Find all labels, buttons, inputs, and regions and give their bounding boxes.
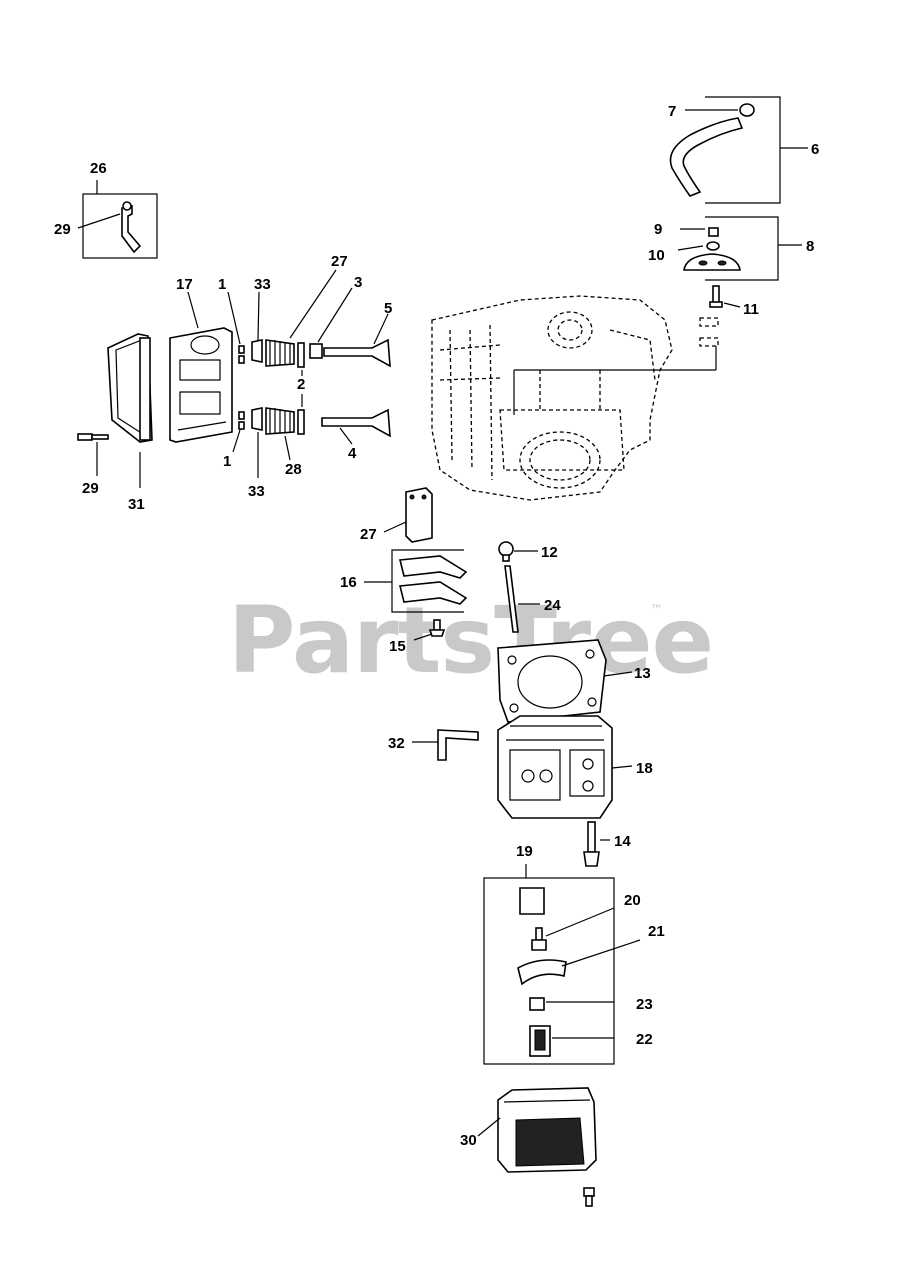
valve-cover-31[interactable] (477, 1087, 597, 1173)
callout-12[interactable]: 12 (541, 544, 558, 561)
callout-14[interactable]: 14 (614, 833, 631, 850)
callout-1-top[interactable]: 1 (218, 276, 226, 293)
callout-23[interactable]: 23 (636, 996, 653, 1013)
callout-25[interactable]: 26 (90, 160, 107, 177)
callout-27-bottom[interactable]: 28 (285, 461, 302, 478)
head-bolt-14[interactable] (583, 821, 610, 867)
rocker-bridge-26[interactable] (383, 487, 433, 543)
callout-5[interactable]: 5 (384, 300, 392, 317)
callout-17[interactable]: 17 (176, 276, 193, 293)
callout-16[interactable]: 16 (340, 574, 357, 591)
watermark: PartsTree (228, 587, 713, 694)
callout-7[interactable]: 7 (668, 103, 676, 120)
pivot-12[interactable] (498, 541, 538, 562)
intake-valve-4[interactable] (321, 408, 391, 445)
callout-13[interactable]: 13 (634, 665, 651, 682)
rocker-arm-group-16[interactable] (364, 549, 468, 613)
callout-29[interactable]: 29 (54, 221, 71, 238)
callout-8[interactable]: 8 (806, 238, 814, 255)
callout-22[interactable]: 22 (636, 1031, 653, 1048)
exhaust-valve-5[interactable] (323, 313, 391, 368)
valve-seal-3[interactable] (309, 287, 353, 359)
breather-hose-group[interactable] (669, 96, 808, 204)
callout-3[interactable]: 3 (354, 274, 362, 291)
callout-33-top[interactable]: 33 (254, 276, 271, 293)
callout-19[interactable]: 19 (516, 843, 533, 860)
rocker-kit-group-19[interactable] (483, 864, 641, 1065)
breather-tube-group-25[interactable] (77, 180, 158, 259)
callout-18[interactable]: 18 (636, 760, 653, 777)
callout-15[interactable]: 15 (389, 638, 406, 655)
head-gasket-13[interactable] (497, 639, 633, 723)
engine-block-outline (431, 295, 673, 501)
valve-keepers-1[interactable] (227, 291, 245, 453)
callout-1-bottom[interactable]: 1 (223, 453, 231, 470)
valve-spring-27[interactable] (265, 269, 337, 461)
cylinder-head-17[interactable] (169, 291, 233, 443)
trademark-symbol: ™ (650, 603, 663, 618)
bolt-11[interactable] (513, 285, 741, 415)
callout-10[interactable]: 10 (648, 247, 665, 264)
lift-bracket-32[interactable] (412, 729, 479, 761)
callout-11[interactable]: 11 (743, 301, 759, 318)
breather-cover-group[interactable] (677, 216, 802, 281)
callout-21[interactable]: 21 (648, 923, 665, 940)
screw-31[interactable] (583, 1187, 595, 1207)
callout-33-bottom[interactable]: 33 (248, 483, 265, 500)
callout-24[interactable]: 24 (544, 597, 561, 614)
callout-26[interactable]: 27 (360, 526, 377, 543)
valve-retainer-33[interactable] (251, 291, 263, 478)
cylinder-head-18[interactable] (497, 715, 633, 819)
callout-32[interactable]: 32 (388, 735, 405, 752)
callout-6[interactable]: 6 (811, 141, 819, 158)
callout-30[interactable]: 31 (128, 496, 145, 513)
callout-27-top[interactable]: 27 (331, 253, 348, 270)
valve-cover-30[interactable] (107, 333, 153, 488)
screw-28[interactable] (77, 433, 109, 476)
callout-9[interactable]: 9 (654, 221, 662, 238)
push-rod-24[interactable] (504, 565, 540, 633)
callout-4[interactable]: 4 (348, 445, 357, 462)
callout-31[interactable]: 30 (460, 1132, 477, 1149)
callout-20[interactable]: 20 (624, 892, 641, 909)
valve-guide-2[interactable] (297, 342, 305, 435)
callout-2[interactable]: 2 (297, 376, 305, 393)
screw-15[interactable] (413, 619, 446, 641)
callout-28[interactable]: 29 (82, 480, 99, 497)
